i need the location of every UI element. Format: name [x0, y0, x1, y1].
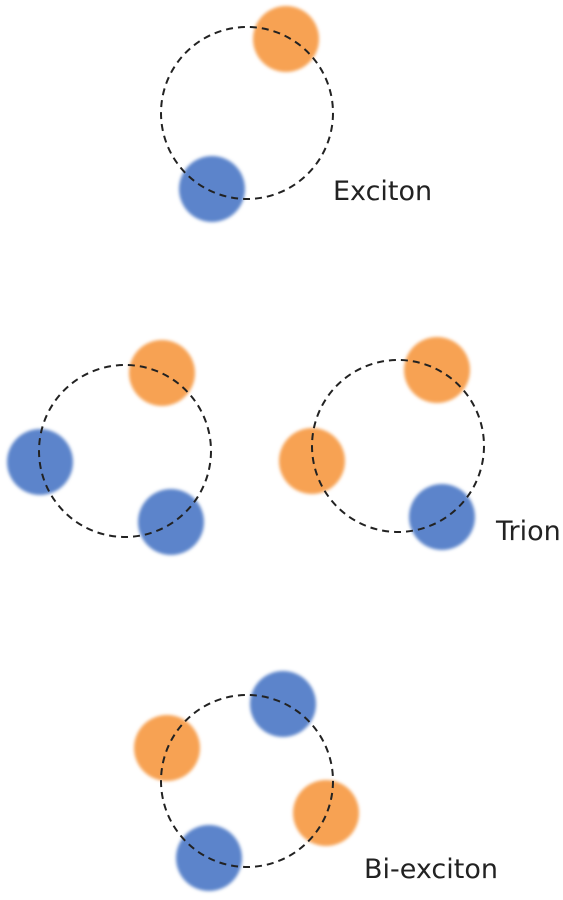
hole-particle [293, 780, 359, 846]
trion-label: Trion [495, 516, 561, 547]
trion-negative-group [7, 340, 212, 555]
orbit-ring [311, 359, 485, 533]
biexciton-group: Bi-exciton [134, 671, 498, 891]
trion-positive-group: Trion [279, 337, 561, 550]
orbit-ring [160, 26, 334, 200]
orbit-ring [160, 694, 334, 868]
hole-particle [279, 428, 345, 494]
electron-particle [179, 156, 245, 222]
electron-particle [138, 489, 204, 555]
exciton-group: Exciton [160, 6, 432, 222]
electron-particle [409, 484, 475, 550]
hole-particle [253, 6, 319, 72]
biexciton-label: Bi-exciton [364, 854, 498, 885]
hole-particle [129, 340, 195, 406]
electron-particle [250, 671, 316, 737]
orbit-ring [38, 364, 212, 538]
exciton-label: Exciton [333, 176, 432, 207]
